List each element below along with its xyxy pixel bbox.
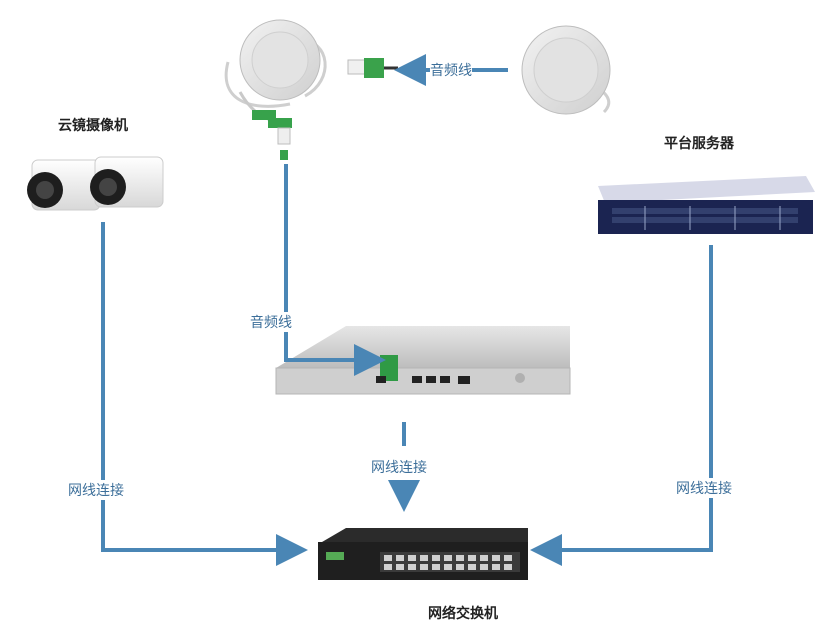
- ceiling-speaker-icon: [521, 25, 611, 115]
- server-label: 平台服务器: [664, 136, 734, 152]
- camera-icon: [27, 156, 164, 211]
- switch-label: 网络交换机: [428, 606, 498, 622]
- net-server-label: 网线连接: [676, 478, 732, 498]
- host-box-icon: [275, 326, 571, 395]
- camera-label: 云镜摄像机: [58, 118, 128, 134]
- audio-top-label: 音频线: [430, 60, 472, 80]
- network-switch-icon: [318, 528, 528, 580]
- audio-left-label: 音频线: [250, 312, 292, 332]
- camera-to-switch-arrow: [101, 222, 308, 566]
- server-to-switch-arrow: [530, 245, 713, 566]
- audio-left-arrow: [284, 164, 386, 376]
- net-camera-label: 网线连接: [68, 480, 124, 500]
- ceiling-speaker-icon: [224, 19, 327, 160]
- net-host-label: 网线连接: [371, 457, 427, 477]
- server-icon: [598, 176, 815, 234]
- audio-connector-icon: [347, 58, 398, 78]
